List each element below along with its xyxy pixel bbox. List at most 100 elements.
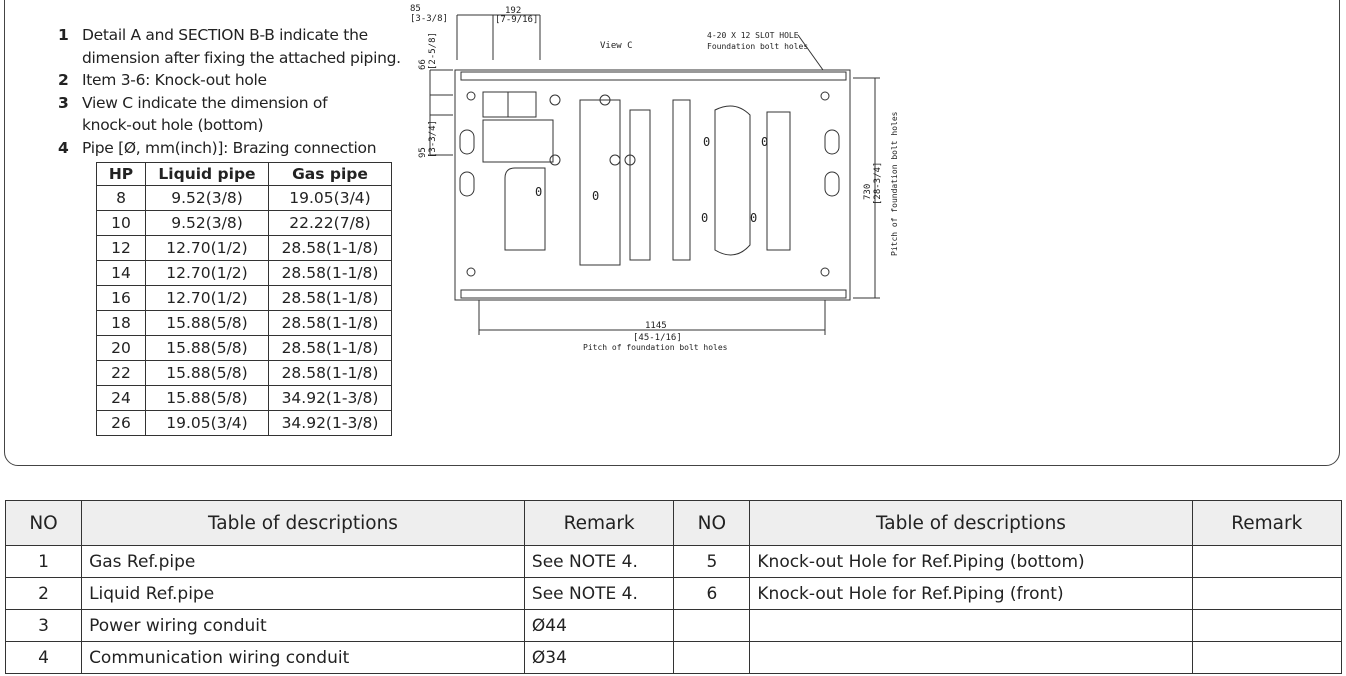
- dim-1145-label: Pitch of foundation bolt holes: [583, 343, 728, 352]
- dim-1145-inch: [45-1/16]: [633, 333, 682, 343]
- channel: [714, 105, 751, 256]
- knockout-box: [482, 91, 509, 118]
- note-text: Detail A and SECTION B-B indicate the di…: [82, 26, 401, 67]
- dim-85: 85: [410, 4, 421, 14]
- table-cell: Knock-out Hole for Ref.Piping (bottom): [749, 545, 1193, 578]
- table-cell: 4: [4, 641, 83, 674]
- note-number: 2: [58, 71, 69, 90]
- table-cell: 34.92(1-3/8): [268, 410, 392, 436]
- table-cell: [1191, 641, 1343, 674]
- table-header-row: NO Table of descriptions Remark NO Table…: [4, 500, 1343, 546]
- table-cell: 18: [96, 310, 146, 336]
- table-cell: 20: [96, 335, 146, 361]
- table-cell: 22: [96, 360, 146, 386]
- dim-95: 95: [418, 147, 428, 158]
- header-hp: HP: [96, 162, 146, 186]
- header-gas-pipe: Gas pipe: [268, 162, 392, 186]
- table-cell: [749, 609, 1193, 642]
- zero-mark: 0: [701, 211, 708, 225]
- table-cell: [1191, 577, 1343, 610]
- table-cell: [749, 641, 1193, 674]
- table-cell: 12.70(1/2): [145, 235, 269, 261]
- top-rail: [460, 71, 847, 81]
- knockout-box: [507, 91, 537, 118]
- dim-1145: 1145: [645, 321, 667, 331]
- dim-66-inch: [2-5/8]: [428, 32, 438, 70]
- table-cell: 24: [96, 385, 146, 411]
- table-cell: 34.92(1-3/8): [268, 385, 392, 411]
- note-number: 3: [58, 93, 69, 112]
- table-cell: 28.58(1-1/8): [268, 260, 392, 286]
- table-cell: 28.58(1-1/8): [268, 285, 392, 311]
- header-description: Table of descriptions: [81, 500, 525, 546]
- dim-85-inch: [3-3/8]: [410, 14, 448, 24]
- unit-outline: [454, 69, 851, 301]
- header-no: NO: [673, 500, 751, 546]
- dim-730: 730: [863, 184, 873, 200]
- drawing-panel: [4, 0, 1340, 466]
- table-cell: [1191, 545, 1343, 578]
- channel: [629, 109, 651, 261]
- channel: [504, 167, 546, 251]
- note-text: Item 3-6: Knock-out hole: [82, 71, 267, 90]
- slot-hole: [824, 129, 840, 155]
- table-cell: 22.22(7/8): [268, 210, 392, 236]
- table-cell: 12.70(1/2): [145, 260, 269, 286]
- table-cell: See NOTE 4.: [523, 577, 675, 610]
- header-remark: Remark: [1191, 500, 1343, 546]
- descriptions-table: NO Table of descriptions Remark NO Table…: [4, 500, 1343, 674]
- channel: [672, 99, 691, 261]
- table-cell: Knock-out Hole for Ref.Piping (front): [749, 577, 1193, 610]
- header-liquid-pipe: Liquid pipe: [145, 162, 269, 186]
- note-text: View C indicate the dimension of knock-o…: [82, 93, 328, 135]
- channel: [766, 111, 791, 251]
- table-cell: 2: [4, 577, 83, 610]
- dim-192-inch: [7-9/16]: [495, 15, 538, 25]
- channel: [579, 99, 621, 266]
- table-cell: [1191, 609, 1343, 642]
- table-cell: [673, 641, 751, 674]
- view-c-drawing: 85 [3-3/8] 192 [7-9/16] 66 [2-5/8] 95 [3…: [410, 4, 899, 352]
- table-cell: 15.88(5/8): [145, 385, 269, 411]
- note-number: 4: [58, 138, 69, 157]
- table-cell: 19.05(3/4): [145, 410, 269, 436]
- note-item: 3 View C indicate the dimension of knock-…: [58, 92, 402, 137]
- slot-hole: [459, 171, 475, 197]
- table-cell: Gas Ref.pipe: [81, 545, 525, 578]
- table-cell: 19.05(3/4): [268, 185, 392, 211]
- table-cell: Communication wiring conduit: [81, 641, 525, 674]
- table-cell: 26: [96, 410, 146, 436]
- table-cell: 9.52(3/8): [145, 210, 269, 236]
- table-cell: 9.52(3/8): [145, 185, 269, 211]
- dim-95-inch: [3-3/4]: [428, 120, 438, 158]
- table-cell: [673, 609, 751, 642]
- dim-730-label: Pitch of foundation bolt holes: [890, 111, 899, 256]
- dim-66: 66: [418, 59, 428, 70]
- table-cell: Liquid Ref.pipe: [81, 577, 525, 610]
- slot-label: 4-20 X 12 SLOT HOLE: [707, 31, 799, 40]
- slot-hole: [459, 129, 475, 155]
- header-no: NO: [4, 500, 83, 546]
- zero-mark: 0: [750, 211, 757, 225]
- table-cell: 16: [96, 285, 146, 311]
- table-cell: Power wiring conduit: [81, 609, 525, 642]
- table-cell: 10: [96, 210, 146, 236]
- view-label: View C: [600, 41, 633, 51]
- zero-mark: 0: [703, 135, 710, 149]
- zero-mark: 0: [592, 189, 599, 203]
- slot-hole: [824, 171, 840, 197]
- table-cell: 28.58(1-1/8): [268, 310, 392, 336]
